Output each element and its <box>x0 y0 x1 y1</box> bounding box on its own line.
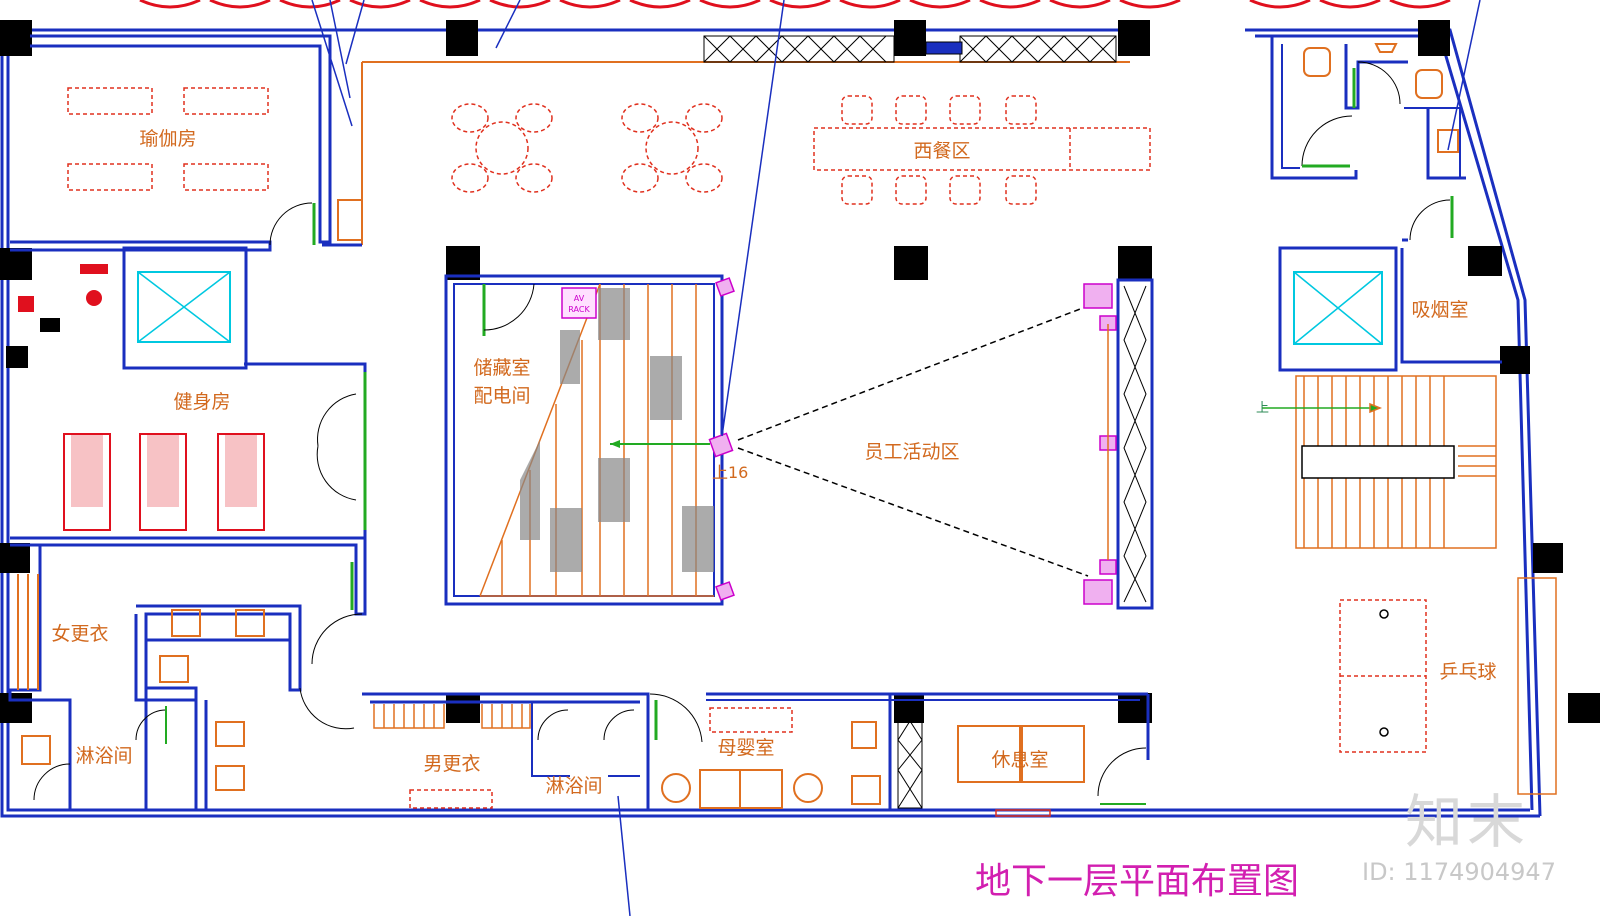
screen-wall <box>1083 278 1154 610</box>
room-label-lounge: 休息室 <box>991 749 1048 771</box>
av-rack-label-1: AV <box>574 294 585 303</box>
top-windows <box>703 35 1117 63</box>
elevator-right-and-smoking <box>1278 196 1502 372</box>
room-label-mens-shower: 淋浴间 <box>545 775 602 797</box>
round-tables <box>451 103 723 193</box>
room-label-power-room: 配电间 <box>473 385 530 407</box>
watermark-logo: 知末 <box>1405 788 1530 856</box>
right-stairs <box>1262 375 1497 549</box>
av-rack-label-2: RACK <box>568 305 590 314</box>
structural-columns <box>0 20 1600 723</box>
room-label-womens-shower: 淋浴间 <box>75 745 132 767</box>
room-label-womens-locker: 女更衣 <box>51 623 108 645</box>
top-boundary-arcs <box>139 0 1451 9</box>
womens-locker <box>8 545 363 810</box>
drawing-id: ID: 1174904947 <box>1362 858 1556 886</box>
right-wall-shelf <box>1517 577 1557 795</box>
leader-lines <box>311 0 1481 916</box>
outer-walls <box>0 28 1542 818</box>
room-label-storage: 储藏室 <box>473 357 530 379</box>
room-label-mens-locker: 男更衣 <box>423 753 480 775</box>
storage-and-stage: AV RACK <box>444 274 735 606</box>
stair-up-label: 上 <box>1256 401 1269 416</box>
room-label-mother-baby: 母婴室 <box>717 737 774 759</box>
room-label-yoga: 瑜伽房 <box>139 128 196 150</box>
mens-locker <box>362 692 650 810</box>
dining-long-table <box>813 95 1151 205</box>
room-label-western-dining: 西餐区 <box>913 140 970 162</box>
gym <box>10 264 367 616</box>
room-label-staff-activity: 员工活动区 <box>864 441 959 463</box>
yoga-room <box>10 34 363 252</box>
projection-lines <box>737 305 1089 577</box>
room-label-table-tennis: 乒乓球 <box>1439 661 1496 683</box>
room-label-gym: 健身房 <box>173 391 230 413</box>
table-tennis-table <box>1339 599 1427 753</box>
room-label-smoking: 吸烟室 <box>1411 299 1468 321</box>
right-toilets <box>1270 36 1466 180</box>
drawing-title: 地下一层平面布置图 <box>975 861 1300 902</box>
stair-up-16-label: 上16 <box>712 463 748 482</box>
elevator-left <box>122 246 248 370</box>
mother-baby-and-lounge <box>646 692 1150 817</box>
